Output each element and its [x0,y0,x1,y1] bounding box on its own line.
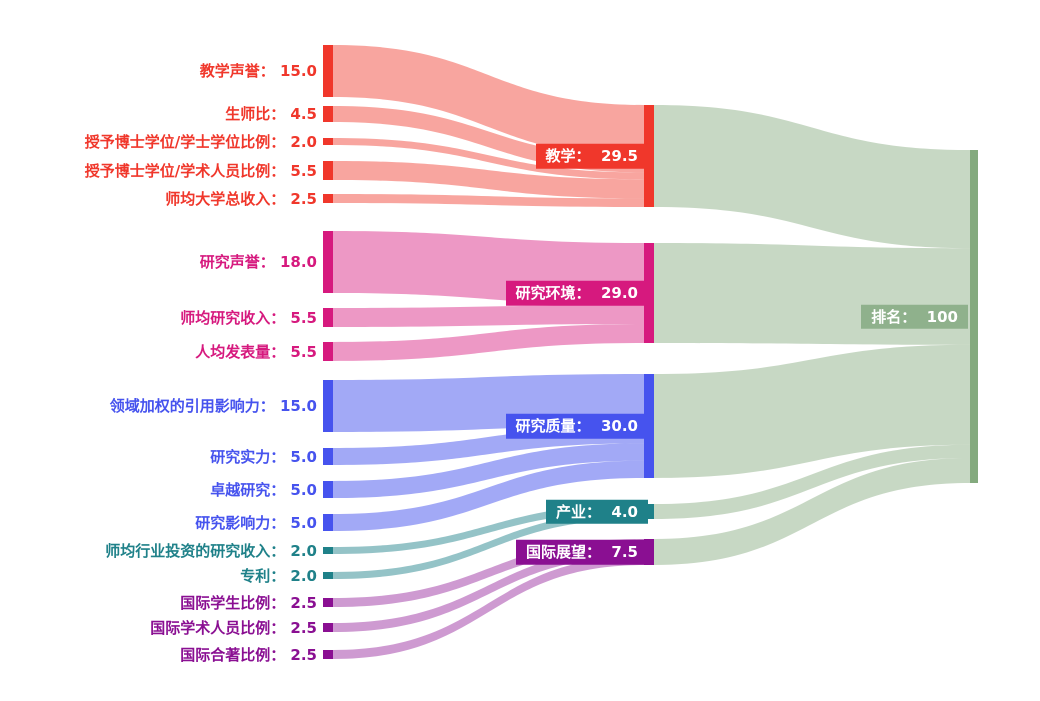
node-research_quality [644,374,654,478]
node-citation_impact [323,380,333,432]
node-student_staff_ratio [323,106,333,122]
node-institutional_income [323,194,333,203]
flow-doctorate_bachelor_ratio-to-teaching [333,138,644,180]
node-intl_coauthorship [323,650,333,659]
flow-teaching-to-ranking [654,105,970,249]
node-research_income [323,308,333,327]
flow-research_reputation-to-research_environment [333,231,644,306]
flow-citation_impact-to-research_quality [333,374,644,432]
node-research_environment [644,243,654,343]
flow-industry_income-to-industry [333,504,644,554]
flow-intl_coauthorship-to-international_outlook [333,556,644,659]
flow-research_influence-to-research_quality [333,460,644,531]
node-publications_per_capita [323,342,333,361]
flow-research_environment-to-ranking [654,243,970,345]
node-intl_students [323,598,333,607]
flow-intl_students-to-international_outlook [333,539,644,607]
node-doctorate_staff_ratio [323,161,333,180]
node-patents [323,572,333,579]
flow-teaching_reputation-to-teaching [333,45,644,157]
node-research_excellence [323,481,333,498]
node-international_outlook [644,539,654,565]
flow-research_quality-to-ranking [654,344,970,478]
node-research_strength [323,448,333,465]
flow-research_income-to-research_environment [333,305,644,327]
node-research_reputation [323,231,333,293]
node-doctorate_bachelor_ratio [323,138,333,145]
node-industry_income [323,547,333,554]
node-industry [644,504,654,519]
flow-patents-to-industry [333,511,644,579]
node-ranking [970,150,978,483]
flow-industry-to-ranking [654,444,970,519]
flow-doctorate_staff_ratio-to-teaching [333,161,644,199]
flow-international_outlook-to-ranking [654,458,970,565]
node-intl_staff [323,623,333,632]
flow-research_excellence-to-research_quality [333,443,644,498]
node-teaching [644,105,654,207]
node-teaching_reputation [323,45,333,97]
flow-institutional_income-to-teaching [333,194,644,207]
flow-publications_per_capita-to-research_environment [333,324,644,361]
node-research_influence [323,514,333,531]
flow-intl_staff-to-international_outlook [333,547,644,632]
